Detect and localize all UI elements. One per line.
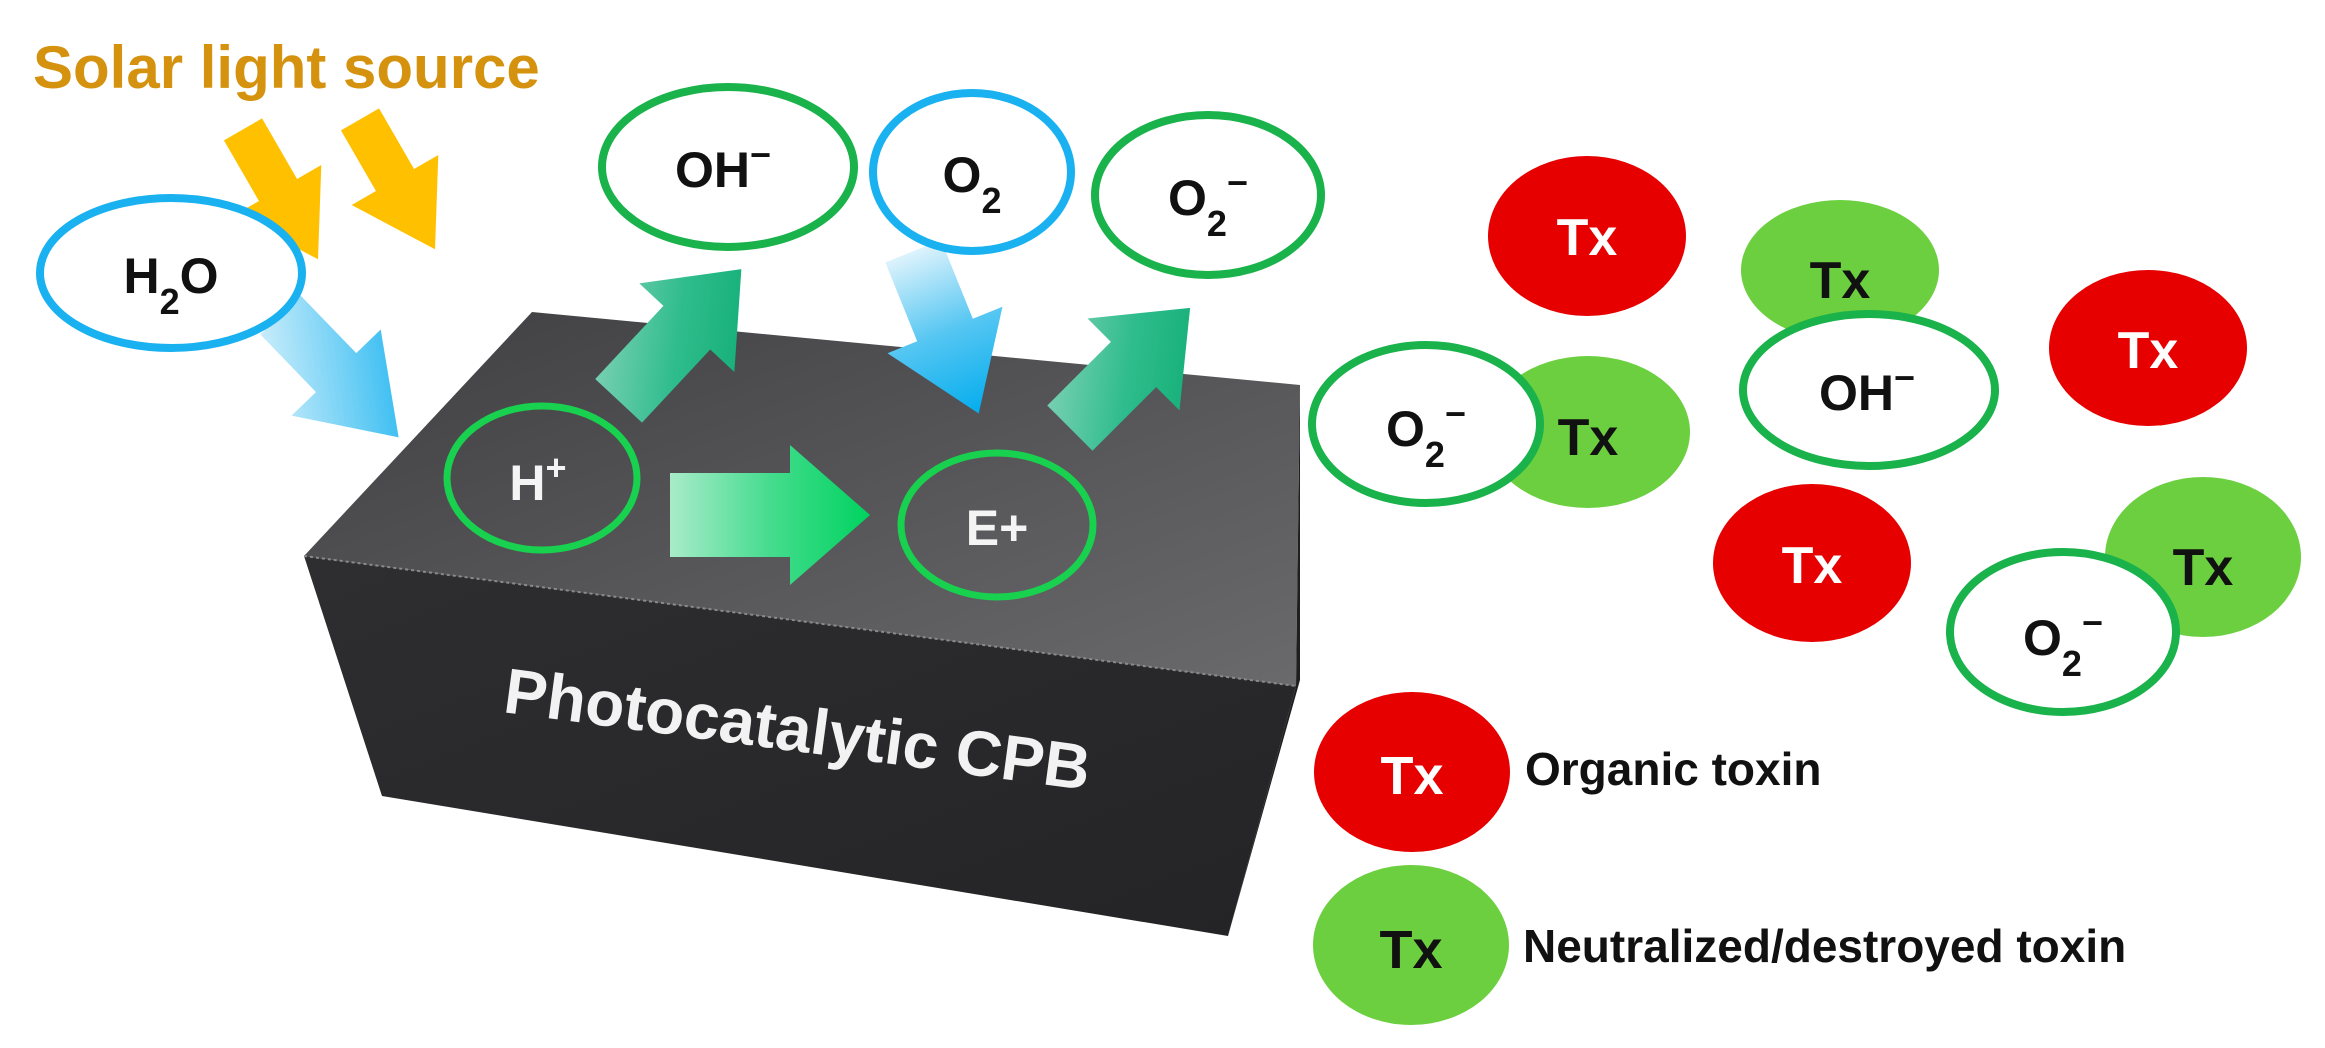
block-front-face — [304, 556, 1296, 936]
o2-minus-bubble: O2− — [1946, 548, 2180, 716]
svg-text:H+: H+ — [509, 447, 566, 512]
svg-text:O2−: O2− — [2023, 602, 2103, 684]
svg-text:Tx: Tx — [1558, 409, 1619, 467]
svg-text:Tx: Tx — [1380, 746, 1443, 806]
e-plus-bubble: E+ — [897, 449, 1097, 601]
svg-text:Tx: Tx — [1810, 252, 1871, 310]
oh-minus-bubble: OH− — [1739, 310, 1999, 470]
toxin-neutralized: Tx — [1741, 200, 1939, 340]
oh-minus-bubble-top: OH− — [598, 83, 858, 251]
legend-neutralized-label: Neutralized/destroyed toxin — [1523, 920, 2126, 972]
svg-text:O2: O2 — [943, 147, 1002, 221]
solar-light-title: Solar light source — [33, 34, 540, 101]
arrow-o2-to-e — [885, 239, 1003, 414]
h-plus-bubble: H+ — [443, 402, 641, 554]
svg-text:Tx: Tx — [1379, 920, 1442, 980]
svg-text:Tx: Tx — [2173, 539, 2234, 597]
legend-organic-label: Organic toxin — [1525, 743, 1821, 795]
arrow-block-to-oh — [595, 269, 742, 423]
toxin-organic: Tx — [2049, 270, 2247, 426]
arrow-h-to-e — [670, 445, 870, 585]
svg-text:OH−: OH− — [675, 134, 771, 199]
solar-arrow-right — [340, 108, 439, 250]
h2o-bubble: H2O — [36, 194, 306, 352]
solar-arrow-left — [223, 118, 322, 260]
svg-text:Tx: Tx — [1782, 537, 1843, 595]
svg-text:O2−: O2− — [1168, 162, 1248, 244]
svg-text:H2O: H2O — [123, 248, 218, 322]
toxin-neutralized: Tx — [1486, 356, 1690, 508]
o2-minus-bubble-top: O2− — [1091, 111, 1325, 279]
arrow-h2o-to-block — [260, 295, 399, 438]
svg-text:OH−: OH− — [1819, 357, 1915, 422]
legend-neutralized-swatch: Tx — [1313, 865, 1509, 1025]
o2-bubble: O2 — [869, 89, 1075, 255]
arrow-block-to-o2minus — [1047, 307, 1191, 451]
svg-text:E+: E+ — [966, 500, 1029, 556]
svg-text:O2−: O2− — [1386, 393, 1466, 475]
o2-minus-bubble: O2− — [1308, 341, 1544, 507]
legend: Tx Organic toxin Tx Neutralized/destroye… — [1313, 692, 2126, 1025]
toxin-organic: Tx — [1713, 484, 1911, 642]
legend-organic-swatch: Tx — [1314, 692, 1510, 852]
svg-text:Tx: Tx — [1557, 209, 1618, 267]
photocatalytic-block — [303, 312, 1300, 936]
svg-text:Tx: Tx — [2118, 322, 2179, 380]
toxin-organic: Tx — [1488, 156, 1686, 316]
